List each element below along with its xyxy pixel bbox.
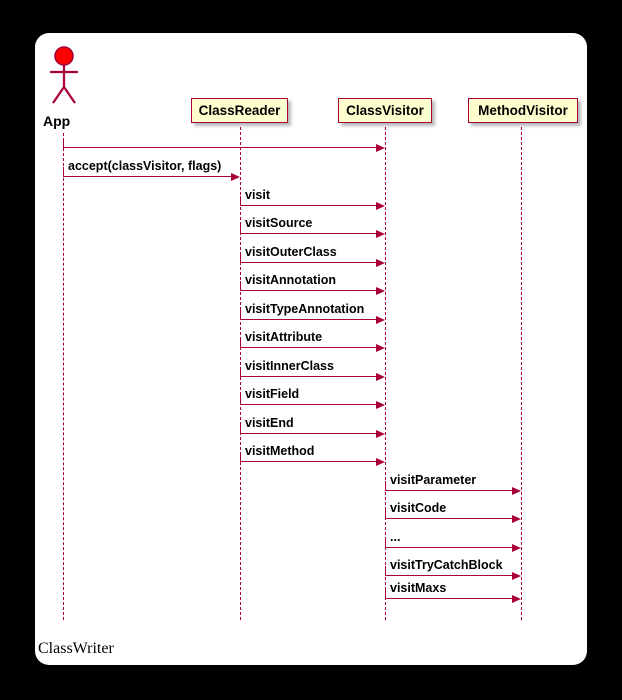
- message-source-tick: [385, 481, 386, 490]
- message-label: visitMethod: [245, 444, 315, 458]
- actor-app: [43, 45, 85, 107]
- message-source-tick: [240, 310, 241, 319]
- message-source-tick: [240, 395, 241, 404]
- message-label: visitCode: [390, 501, 447, 515]
- message-source-tick: [63, 167, 64, 176]
- message-label: visitParameter: [390, 473, 477, 487]
- message-line: [63, 176, 233, 177]
- message-arrowhead-icon: [512, 543, 521, 552]
- message-source-tick: [240, 224, 241, 233]
- message-source-tick: [240, 196, 241, 205]
- actor-stick-figure-icon: [50, 46, 78, 104]
- message-arrowhead-icon: [512, 486, 521, 495]
- message-label: accept(classVisitor, flags): [68, 159, 222, 173]
- participant-box-classreader[interactable]: ClassReader: [191, 98, 288, 123]
- message-label: visitOuterClass: [245, 245, 337, 259]
- message-line: [240, 433, 378, 434]
- message-line: [240, 404, 378, 405]
- message-arrowhead-icon: [376, 400, 385, 409]
- message-line: [385, 575, 514, 576]
- message-line: [240, 262, 378, 263]
- message-arrowhead-icon: [376, 343, 385, 352]
- message-source-tick: [63, 138, 64, 147]
- message-arrowhead-icon: [376, 201, 385, 210]
- message-source-tick: [240, 367, 241, 376]
- participant-box-classvisitor[interactable]: ClassVisitor: [338, 98, 432, 123]
- message-line: [240, 347, 378, 348]
- message-arrowhead-icon: [376, 286, 385, 295]
- message-label: visitMaxs: [390, 581, 447, 595]
- message-line: [63, 147, 378, 148]
- diagram-card: [35, 33, 587, 665]
- message-source-tick: [385, 538, 386, 547]
- message-arrowhead-icon: [376, 457, 385, 466]
- message-source-tick: [385, 509, 386, 518]
- lifeline-methodvisitor: [521, 127, 522, 620]
- message-label: visitAttribute: [245, 330, 323, 344]
- message-line: [240, 233, 378, 234]
- message-arrowhead-icon: [231, 172, 240, 181]
- message-arrowhead-icon: [512, 594, 521, 603]
- message-line: [240, 461, 378, 462]
- message-line: [240, 376, 378, 377]
- message-line: [385, 598, 514, 599]
- diagram-caption: ClassWriter: [38, 640, 114, 657]
- message-label: visitSource: [245, 216, 313, 230]
- actor-app-label: App: [43, 113, 71, 129]
- message-label: visitInnerClass: [245, 359, 334, 373]
- message-arrowhead-icon: [376, 429, 385, 438]
- message-source-tick: [385, 566, 386, 575]
- message-arrowhead-icon: [376, 229, 385, 238]
- message-source-tick: [240, 338, 241, 347]
- message-line: [385, 547, 514, 548]
- message-arrowhead-icon: [376, 143, 385, 152]
- message-label: visitTryCatchBlock: [390, 558, 503, 572]
- message-label: ...: [390, 530, 401, 544]
- message-arrowhead-icon: [376, 372, 385, 381]
- message-label: visit: [245, 188, 271, 202]
- message-line: [385, 490, 514, 491]
- message-line: [240, 290, 378, 291]
- message-label: visitTypeAnnotation: [245, 302, 365, 316]
- lifeline-app: [63, 133, 64, 620]
- message-arrowhead-icon: [512, 514, 521, 523]
- message-line: [240, 319, 378, 320]
- lifeline-classvisitor: [385, 127, 386, 620]
- message-source-tick: [240, 253, 241, 262]
- message-label: visitEnd: [245, 416, 294, 430]
- message-arrowhead-icon: [376, 258, 385, 267]
- message-arrowhead-icon: [512, 571, 521, 580]
- message-label: visitAnnotation: [245, 273, 336, 287]
- message-line: [240, 205, 378, 206]
- message-line: [385, 518, 514, 519]
- message-source-tick: [240, 281, 241, 290]
- message-label: visitField: [245, 387, 300, 401]
- message-source-tick: [240, 452, 241, 461]
- participant-box-methodvisitor[interactable]: MethodVisitor: [468, 98, 578, 123]
- message-arrowhead-icon: [376, 315, 385, 324]
- message-source-tick: [385, 589, 386, 598]
- message-source-tick: [240, 424, 241, 433]
